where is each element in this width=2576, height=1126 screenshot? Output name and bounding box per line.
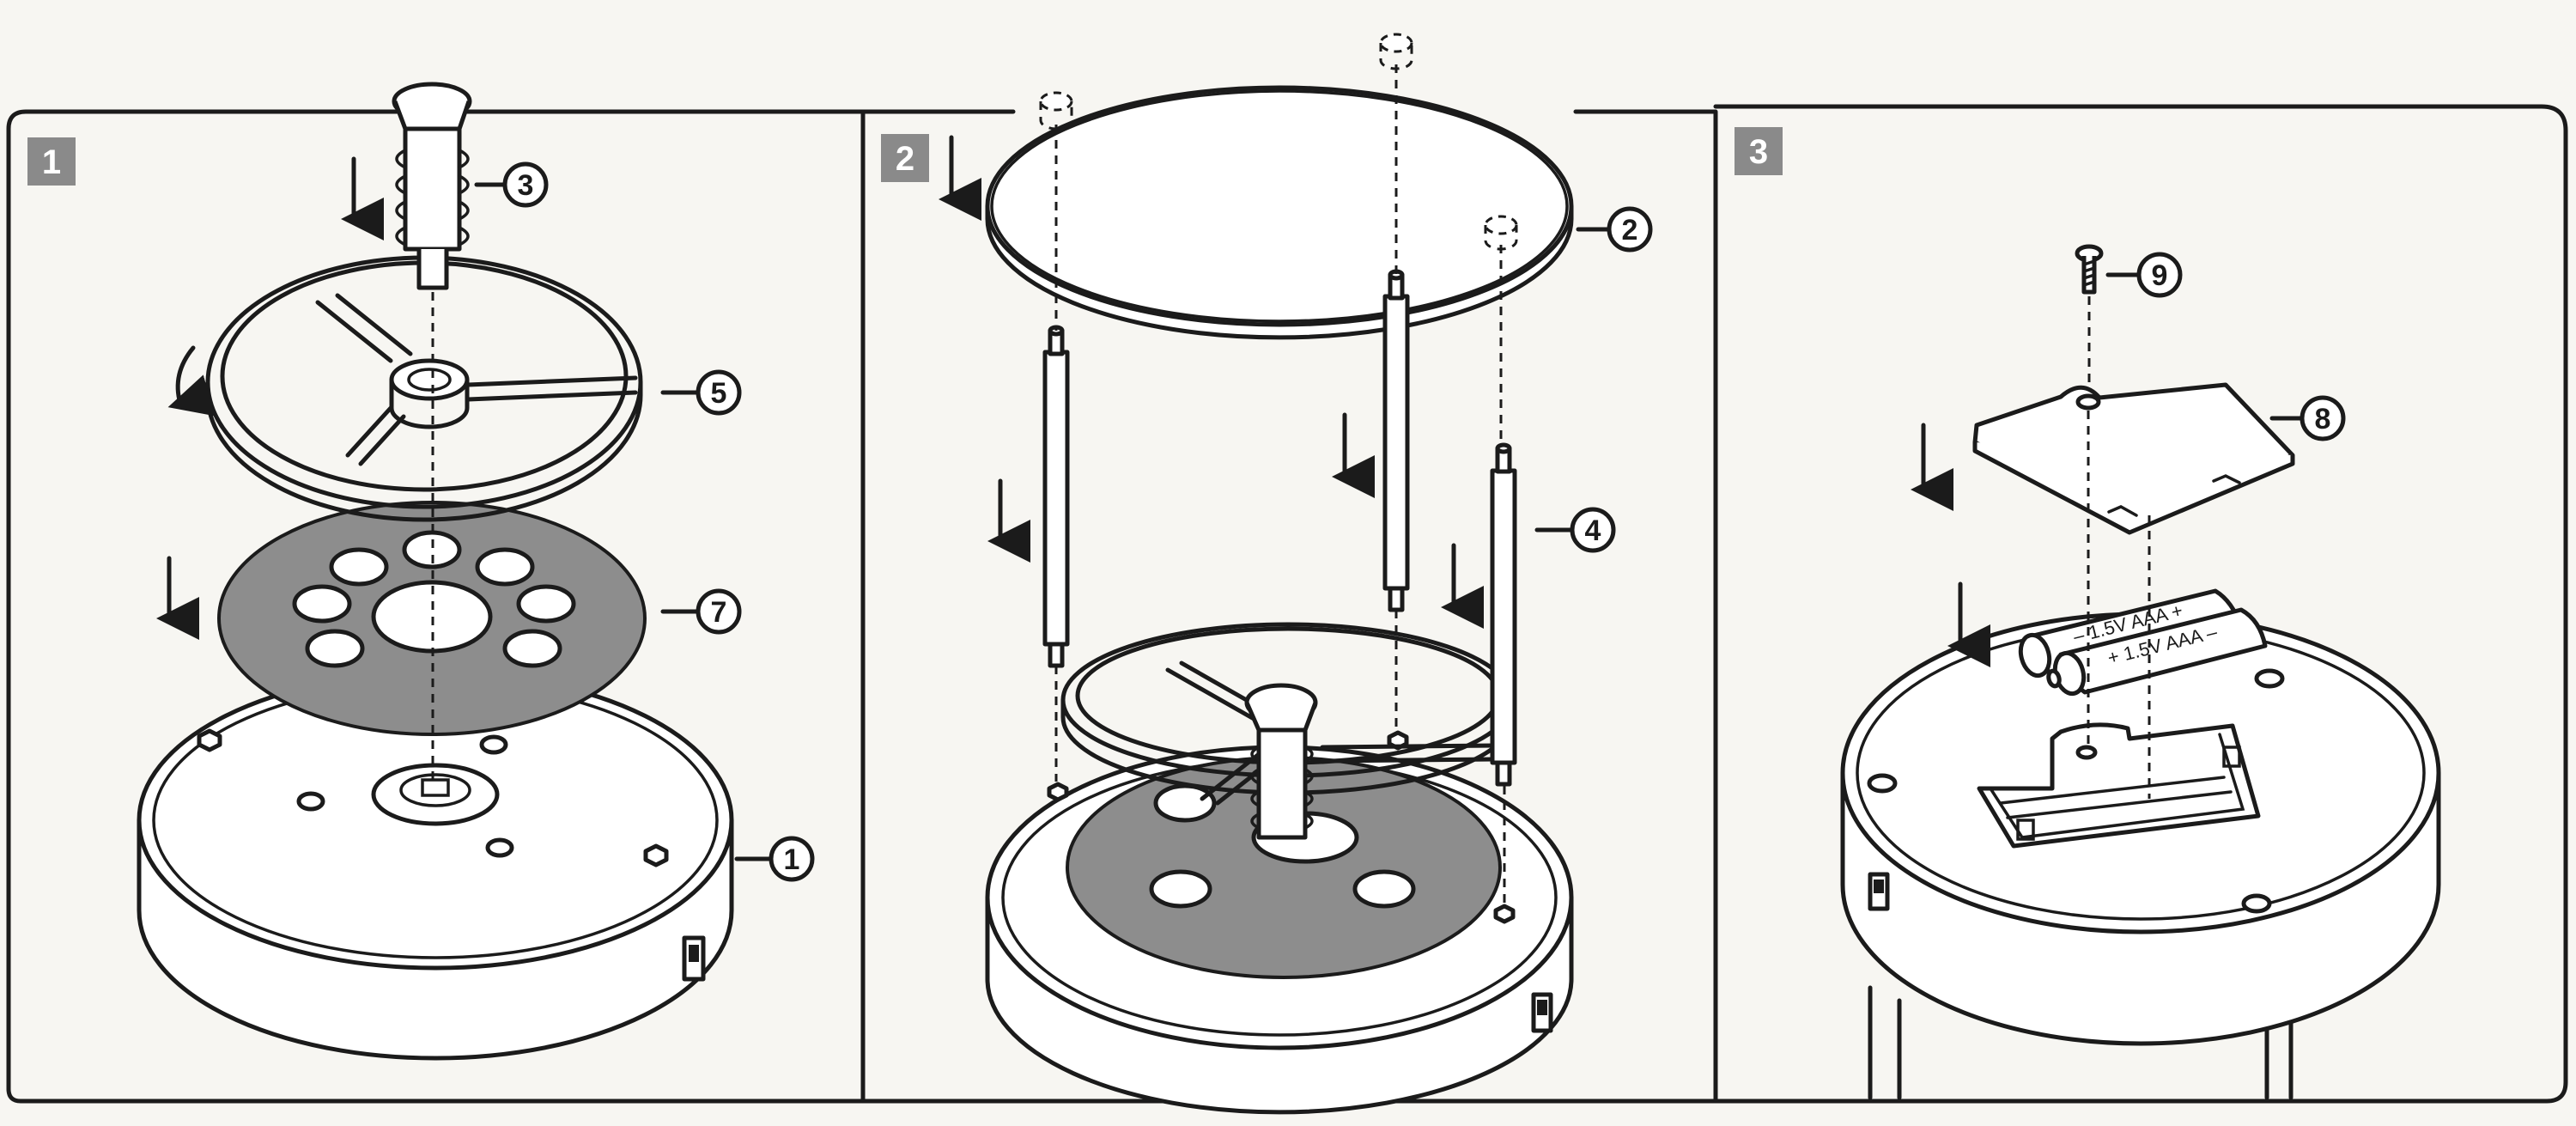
step-1-number: 1	[42, 143, 61, 181]
panel-frames	[6, 104, 2568, 1104]
panel-3: – 1.5V AAA + + 1.5V AAA –	[1840, 244, 2441, 1100]
rod-right	[1490, 442, 1517, 787]
battery-cover	[1972, 382, 2295, 535]
callout-7: 7	[696, 588, 742, 635]
spindle	[392, 82, 472, 290]
step-3-number: 3	[1749, 133, 1768, 171]
step-1-badge: 1	[27, 137, 76, 186]
spoked-ring	[205, 255, 643, 522]
step-2-number: 2	[896, 140, 914, 178]
svg-text:1: 1	[784, 843, 800, 876]
svg-text:3: 3	[518, 169, 534, 202]
panel-1: 3 5 7 1	[137, 82, 815, 1061]
step-2-badge: 2	[881, 134, 929, 182]
svg-text:4: 4	[1585, 514, 1601, 547]
base-unit-3	[1840, 612, 2441, 1046]
base-unit-2	[985, 730, 1574, 1115]
svg-text:2: 2	[1622, 214, 1638, 247]
callout-3: 3	[502, 161, 549, 208]
step-3-badge: 3	[1735, 127, 1783, 175]
base-unit	[137, 670, 734, 1061]
spindle-2	[1244, 683, 1318, 840]
rod-left	[1042, 325, 1070, 668]
svg-text:9: 9	[2152, 259, 2168, 292]
callout-9: 9	[2136, 252, 2183, 298]
svg-text:5: 5	[711, 377, 727, 410]
svg-text:8: 8	[2315, 403, 2331, 435]
top-disc	[985, 33, 1574, 340]
svg-text:7: 7	[711, 596, 727, 629]
callout-5: 5	[696, 369, 742, 416]
callout-1: 1	[769, 836, 815, 882]
screw	[2075, 244, 2104, 295]
rod-middle	[1382, 269, 1410, 612]
callout-2: 2	[1607, 206, 1653, 253]
callout-8: 8	[2300, 395, 2346, 441]
panel-2: 2 4	[939, 33, 1653, 1115]
callout-4: 4	[1570, 507, 1616, 553]
